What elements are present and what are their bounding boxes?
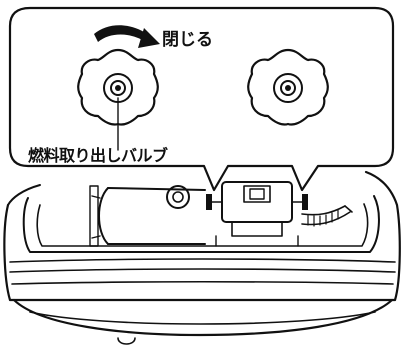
fuel-cylinder [89, 185, 206, 247]
callout-balloon [8, 6, 395, 192]
tank-housing [3, 170, 401, 345]
close-direction-label: 閉じる [162, 30, 213, 50]
hose [301, 205, 353, 227]
curved-arrow-clockwise-icon [94, 25, 160, 48]
valve-assembly [206, 181, 308, 247]
star-knob-icon [247, 48, 329, 126]
gauge-icon [166, 185, 190, 209]
fuel-valve-label: 燃料取り出しバルブ [28, 146, 168, 165]
